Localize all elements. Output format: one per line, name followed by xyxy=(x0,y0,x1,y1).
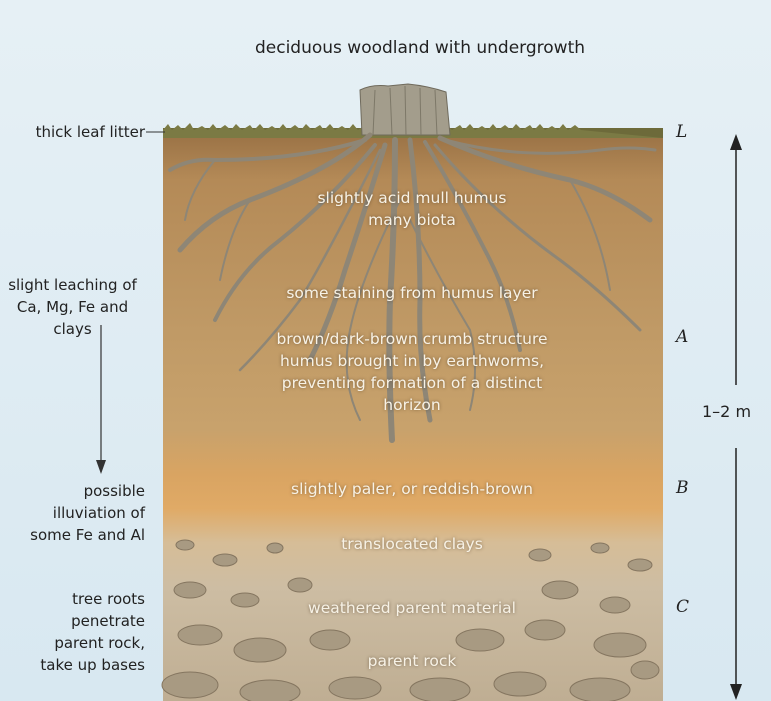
soil-label-crumb-line-2: humus brought in by earthworms, xyxy=(162,350,662,372)
soil-label-mull-line-1: slightly acid mull humus xyxy=(162,187,662,209)
soil-label-paler: slightly paler, or reddish-brown xyxy=(162,478,662,500)
depth-arrow-bottom-head xyxy=(730,684,742,700)
leaching-arrow-head xyxy=(96,460,106,474)
soil-label-crumb-line-3: preventing formation of a distinct xyxy=(162,372,662,394)
label-tree-roots-line-1: tree roots xyxy=(0,588,145,610)
label-illuviation-line-3: some Fe and Al xyxy=(0,524,145,546)
label-illuviation-line-1: possible xyxy=(0,480,145,502)
horizon-letter-c: C xyxy=(676,597,689,617)
label-illuviation: possible illuviation of some Fe and Al xyxy=(0,480,145,546)
label-tree-roots-line-2: penetrate xyxy=(0,610,145,632)
soil-label-parent-rock: parent rock xyxy=(162,650,662,672)
label-tree-roots: tree roots penetrate parent rock, take u… xyxy=(0,588,145,676)
soil-label-crumb-structure: brown/dark-brown crumb structure humus b… xyxy=(162,328,662,416)
horizon-letter-l: L xyxy=(676,122,687,142)
depth-label: 1–2 m xyxy=(702,402,751,421)
label-leaching-line-2: Ca, Mg, Fe and clays xyxy=(0,296,145,340)
label-leaching-line-1: slight leaching of xyxy=(0,274,145,296)
label-tree-roots-line-3: parent rock, xyxy=(0,632,145,654)
horizon-letter-b: B xyxy=(676,478,689,498)
soil-label-weathered-parent: weathered parent material xyxy=(162,597,662,619)
horizon-letter-a: A xyxy=(676,327,688,347)
label-illuviation-line-2: illuviation of xyxy=(0,502,145,524)
label-tree-roots-line-4: take up bases xyxy=(0,654,145,676)
soil-label-mull-line-2: many biota xyxy=(162,209,662,231)
soil-label-crumb-line-1: brown/dark-brown crumb structure xyxy=(162,328,662,350)
soil-label-mull-humus: slightly acid mull humus many biota xyxy=(162,187,662,231)
depth-arrow-top-head xyxy=(730,134,742,150)
label-leaching: slight leaching of Ca, Mg, Fe and clays xyxy=(0,274,145,340)
soil-label-staining: some staining from humus layer xyxy=(162,282,662,304)
soil-label-translocated-clays: translocated clays xyxy=(162,533,662,555)
label-thick-leaf-litter: thick leaf litter xyxy=(0,121,145,143)
soil-label-crumb-line-4: horizon xyxy=(162,394,662,416)
